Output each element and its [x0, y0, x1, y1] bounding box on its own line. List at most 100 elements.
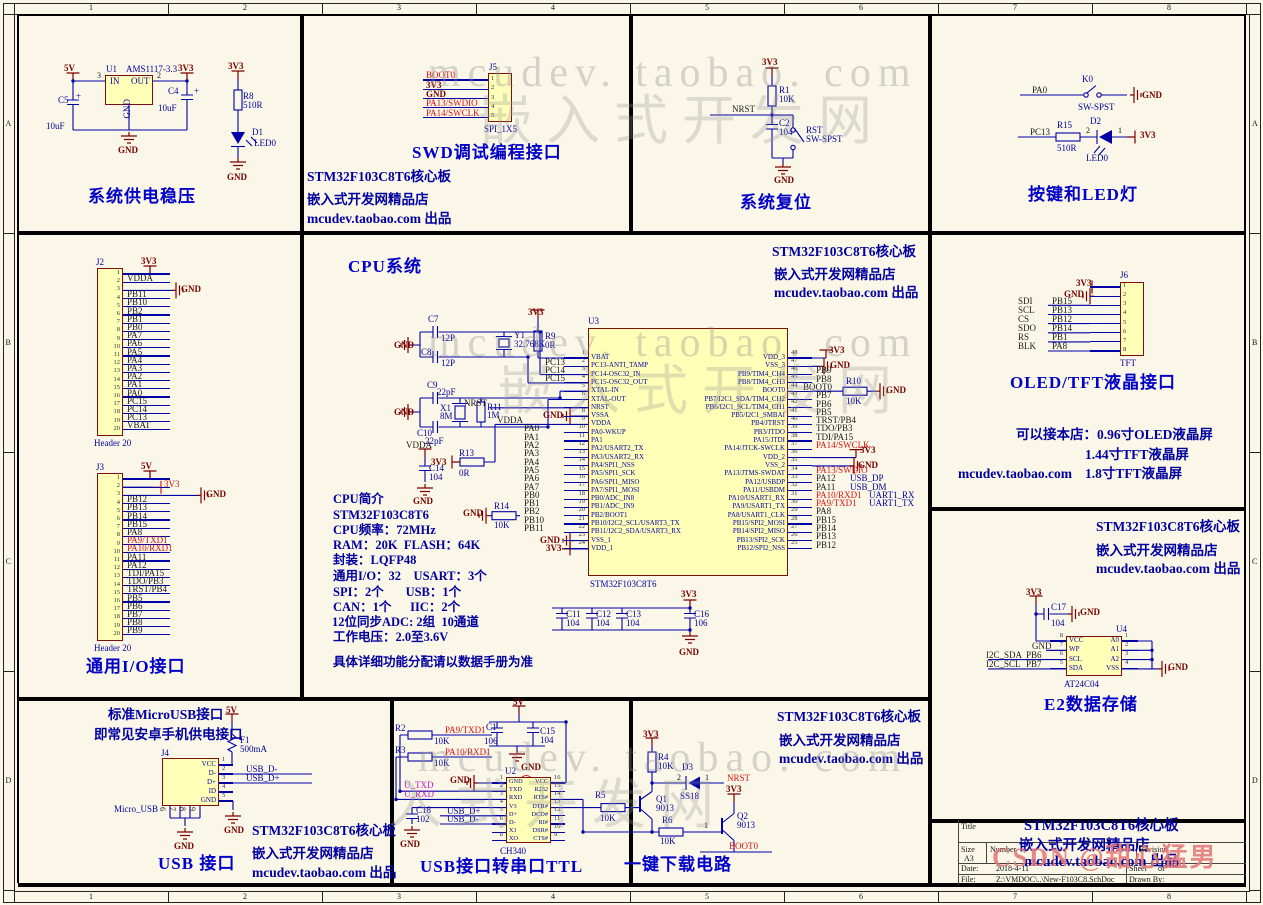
mcu-u3-pin46-num: 46	[791, 365, 798, 373]
gpio-header-j3-pin13-num: 13	[113, 572, 121, 580]
cpu-rn42: PB6	[816, 398, 832, 409]
swd-j5-des: J5	[489, 62, 498, 72]
mcu-u3-pin47-name: VSS_3	[765, 361, 785, 370]
ruler-tick	[168, 891, 169, 902]
lcd-pb14: PB14	[1052, 323, 1073, 333]
mcu-u3-pin43-num: 43	[791, 390, 798, 397]
cpu-rn25: PB12	[816, 539, 837, 550]
mcu-u3-pin35-num: 35	[791, 456, 798, 464]
cpu-c9v: 22pF	[437, 387, 456, 397]
cpu-r10v: 10K	[846, 396, 862, 406]
dl-p1: 1	[705, 772, 709, 782]
ch340-u2-pin7-name: X1	[509, 827, 517, 835]
mcu-u3-pin14-num: 14	[578, 456, 586, 464]
ch340-u2-pin11-num: 11	[554, 814, 561, 822]
cpu-rn38: TDI/PA15	[816, 431, 854, 442]
dl-d3: D3	[682, 762, 693, 772]
tb-of: of	[1158, 863, 1165, 873]
eeprom-u4-pin8-wire	[1050, 640, 1066, 642]
pw-d1v: LED0	[254, 138, 276, 148]
pw-gnd1: GND	[118, 145, 138, 155]
rst-3v3: 3V3	[762, 57, 778, 67]
mcu-u3-pin8-wire	[564, 415, 588, 417]
mcu-u3-pin37-name: PA14/JTCK-SWCLK	[724, 444, 785, 453]
mcu-u3-pin30-num: 30	[791, 497, 798, 505]
gpio-header-j3-pin17-wire	[123, 609, 170, 611]
gpio-header-j2-pin6-num: 6	[116, 310, 120, 317]
gpio-header-j3-pin7-wire	[123, 527, 170, 529]
ch340-u2-pin15-num: 15	[554, 781, 561, 789]
lcd-pb15: PB15	[1052, 295, 1073, 306]
gpio-header-j2-pin7-wire	[123, 322, 170, 324]
tb-sheet-lbl: Sheet	[1129, 863, 1147, 873]
mcu-u3-pin46-name: PB9/TIM4_CH4	[737, 369, 785, 378]
cpu-pc13: PC13	[545, 356, 566, 367]
divider	[928, 14, 932, 883]
ch340-u2-pin2-wire	[492, 790, 506, 792]
pw-r8: R8	[243, 91, 254, 101]
cpu-y1: Y1	[514, 330, 525, 340]
cpu-rn33: PA12	[816, 473, 836, 484]
eeprom-u4-pin6-num: 6	[1059, 650, 1063, 658]
pw-3v3-b: 3V3	[228, 61, 244, 71]
ch340-u2-pin14-num: 14	[554, 789, 561, 797]
ch340-u2-pin13-num: 13	[554, 798, 561, 806]
lcd-header-j6-pin2-wire	[1090, 295, 1120, 297]
usb-m8: 8	[178, 807, 187, 811]
ch340-u2-pin4-name: V3	[509, 802, 517, 810]
cpu-x1: X1	[440, 403, 451, 413]
cpu-c10: C10	[417, 428, 433, 438]
mcu-u3-pin34-num: 34	[791, 464, 798, 472]
ruler-col-5-top: 5	[705, 3, 709, 12]
ch340-u2-pin8-wire	[492, 839, 506, 841]
cpu-gnd-vssa: GND	[543, 410, 563, 420]
gpio-header-j2-pin15-num: 15	[113, 383, 121, 391]
mcu-u3-pin30-wire	[788, 506, 812, 508]
ee-c17: C17	[1051, 602, 1067, 612]
ee-u4-val: AT24C04	[1064, 679, 1100, 689]
mcu-u3-pin10-wire	[564, 432, 588, 434]
cpu-rn28: PB15	[816, 514, 837, 525]
gpio-header-j3-pin10-wire	[123, 552, 170, 554]
ee-gnd1: GND	[1080, 607, 1100, 617]
mcu-u3-pin35-name: VSS_2	[765, 460, 785, 469]
lcd-pb1: PB1	[1052, 332, 1068, 343]
lcd-header-j6-pin3-wire	[1090, 304, 1120, 306]
mcu-u3-pin38-name: PA15/JTDI	[753, 436, 785, 444]
mcu-u3-pin42-wire	[788, 407, 812, 409]
cpu-c10v: 22pF	[425, 436, 444, 446]
ttl-c1v: 106	[484, 736, 498, 746]
mcu-u3-pin7-name: NRST	[591, 402, 609, 411]
cpu-pa2: PA2	[524, 440, 540, 450]
gpio-header-j3-pin2-num: 2	[116, 482, 120, 490]
mcu-u3-pin12-num: 12	[578, 439, 586, 447]
ttl-r3v: 10K	[434, 758, 450, 768]
ttl-gnd1: GND	[521, 762, 541, 772]
cpu-3v3-r13: 3V3	[431, 457, 447, 467]
kl-pc13: PC13	[1030, 127, 1051, 137]
lcd-j6-val: TFT	[1120, 358, 1137, 368]
kl-led0: LED0	[1086, 153, 1108, 163]
ruler-tick	[168, 3, 169, 14]
kl-d2: D2	[1090, 116, 1101, 126]
usb-m6: 6	[158, 807, 167, 811]
ruler-tick	[1246, 3, 1247, 14]
gpio-header-j3-pin5-wire	[123, 511, 170, 513]
titleblock-line	[986, 842, 987, 863]
mcu-u3-pin2-wire	[564, 365, 588, 367]
lcd-header-j6-pin4-num: 4	[1123, 309, 1127, 317]
gpio-header-j3-pin20-num: 20	[113, 629, 121, 637]
lcd-t3: mcudev.taobao.com	[958, 466, 1072, 481]
gpio-header-j3-pin16-num: 16	[113, 597, 121, 604]
lcd-header-j6-pin5-wire	[1090, 323, 1120, 325]
mcu-u3-pin6-wire	[564, 398, 588, 401]
cpu-c16v: 106	[694, 618, 708, 628]
ee-b1: STM32F103C8T6核心板	[1096, 519, 1241, 534]
wm-2: 嵌入式开发网	[478, 91, 886, 151]
mcu-u3-pin18-num: 18	[578, 489, 586, 497]
dl-q2: Q2	[737, 811, 748, 821]
usb-j4-pin2-wire	[219, 773, 233, 775]
usb-m7: 7	[168, 807, 177, 811]
mcu-u3-pin2-name: PC13-ANTI_TAMP	[591, 361, 648, 370]
mcu-u3-pin39-num: 39	[791, 423, 798, 431]
